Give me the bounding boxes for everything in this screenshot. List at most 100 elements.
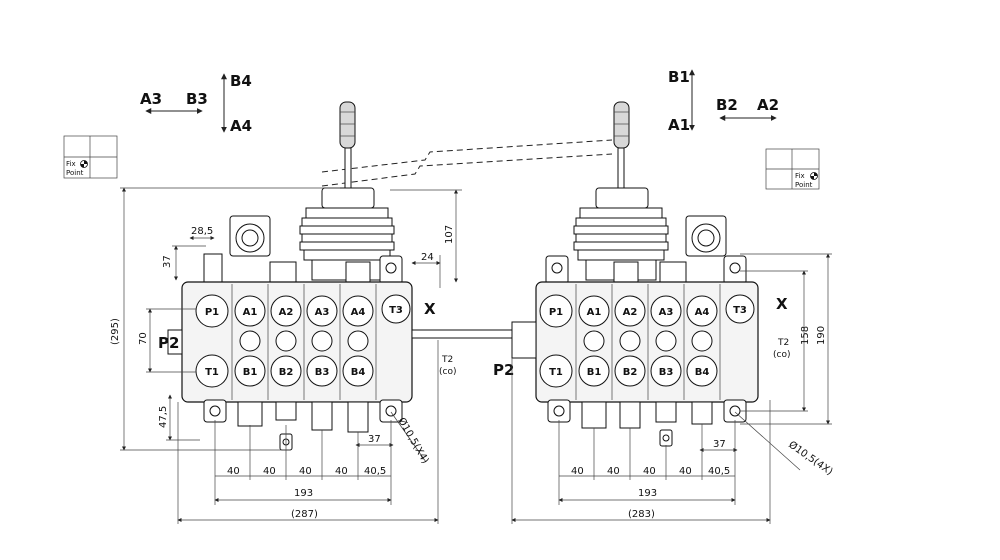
right-port-b1-label: B1 — [587, 367, 602, 378]
spacing-2: 40 — [263, 466, 276, 477]
right-p2-port — [511, 321, 537, 359]
port-b1-label: B1 — [243, 367, 258, 378]
left-ports-top: P1 A1 A2 A3 A4 T3 — [195, 294, 411, 328]
left-valve: P1 A1 A2 A3 A4 T3 T1 B1 B2 B3 B4 — [158, 101, 513, 451]
left-boot — [299, 207, 395, 261]
port-a3-label: A3 — [315, 307, 330, 318]
port-t1-label: T1 — [205, 367, 219, 378]
right-x-label: X — [776, 295, 788, 313]
right-port-b3-label: B3 — [659, 367, 674, 378]
port-a3 — [306, 295, 338, 327]
right-direction-legend: B1 A1 B2 A2 — [668, 68, 779, 134]
port-t3 — [381, 294, 411, 324]
spacing-5: 40,5 — [364, 466, 386, 477]
dim-hole-right: Ø10,5(4X) — [786, 439, 835, 478]
port-b4-label: B4 — [351, 367, 366, 378]
point-label-right: Point — [795, 181, 813, 189]
left-middle-plugs — [239, 330, 369, 352]
port-t1 — [195, 354, 229, 388]
dim-107: 107 — [444, 225, 455, 244]
right-spacing-3: 40 — [643, 466, 656, 477]
right-port-b3 — [650, 355, 682, 387]
dim-24: 24 — [421, 252, 434, 263]
right-spacing-1: 40 — [571, 466, 584, 477]
label-b3: B3 — [186, 90, 208, 108]
fix-point-box-right: Fix Point — [765, 148, 820, 190]
dim-28-5: 28,5 — [191, 226, 213, 237]
right-t2-label: T2 — [777, 338, 789, 348]
dim-190: 190 — [816, 326, 827, 345]
dim-193: 193 — [294, 488, 313, 499]
right-port-a3 — [650, 295, 682, 327]
right-port-b4-label: B4 — [695, 367, 710, 378]
dim-70: 70 — [138, 332, 149, 345]
right-port-t3 — [725, 294, 755, 324]
right-port-a1 — [578, 295, 610, 327]
right-port-p1-label: P1 — [549, 307, 563, 318]
label-a2: A2 — [757, 96, 779, 114]
dim-193-right: 193 — [638, 488, 657, 499]
right-port-t1-label: T1 — [549, 367, 563, 378]
left-t2-label: T2 — [441, 355, 453, 365]
label-b2: B2 — [716, 96, 738, 114]
label-b1: B1 — [668, 68, 690, 86]
right-spacing-2: 40 — [607, 466, 620, 477]
left-p2-label: P2 — [158, 334, 179, 352]
right-valve: P1 A1 A2 A3 A4 T3 T1 B1 B2 B3 B4 — [493, 101, 790, 447]
port-a4-label: A4 — [351, 307, 366, 318]
right-port-a4-label: A4 — [695, 307, 710, 318]
port-t3-label: T3 — [389, 305, 403, 316]
left-p2-port — [167, 329, 183, 355]
spacing-3: 40 — [299, 466, 312, 477]
point-label: Point — [66, 169, 84, 177]
port-b1 — [234, 355, 266, 387]
right-boot — [573, 207, 669, 261]
dim-47-5: 47,5 — [158, 406, 169, 428]
port-a4 — [342, 295, 374, 327]
right-ports-top: P1 A1 A2 A3 A4 T3 — [539, 294, 755, 328]
right-section-dividers — [575, 284, 721, 400]
port-a2 — [270, 295, 302, 327]
right-port-t3-label: T3 — [733, 305, 747, 316]
lever-linkage — [321, 139, 613, 187]
right-co-label: (co) — [773, 350, 790, 360]
spacing-4: 40 — [335, 466, 348, 477]
label-b4: B4 — [230, 72, 252, 90]
port-p1-label: P1 — [205, 307, 219, 318]
dim-158: 158 — [800, 326, 811, 345]
dim-37-top: 37 — [162, 255, 173, 268]
left-x-label: X — [424, 300, 436, 318]
right-port-a4 — [686, 295, 718, 327]
right-spacing-5: 40,5 — [708, 466, 730, 477]
label-a1: A1 — [668, 116, 690, 134]
port-a1 — [234, 295, 266, 327]
port-b4 — [342, 355, 374, 387]
fix-label-right: Fix — [795, 172, 805, 180]
left-joystick — [299, 101, 395, 281]
left-ports-bottom: T1 B1 B2 B3 B4 — [195, 354, 374, 388]
right-port-b4 — [686, 355, 718, 387]
dim-295: (295) — [110, 318, 121, 345]
dim-37-bottom-right: 37 — [713, 439, 726, 450]
right-port-b2 — [614, 355, 646, 387]
right-port-a3-label: A3 — [659, 307, 674, 318]
right-port-a1-label: A1 — [587, 307, 602, 318]
port-b3-label: B3 — [315, 367, 330, 378]
port-b2-label: B2 — [279, 367, 294, 378]
fix-label: Fix — [66, 160, 76, 168]
connecting-pipe — [411, 329, 513, 339]
right-ports-bottom: T1 B1 B2 B3 B4 — [539, 354, 718, 388]
spacing-1: 40 — [227, 466, 240, 477]
left-spacing-dims: 40 40 40 40 40,5 — [214, 420, 392, 505]
label-a4: A4 — [230, 117, 252, 135]
right-middle-plugs — [583, 330, 713, 352]
dim-283: (283) — [628, 509, 655, 520]
right-port-a2-label: A2 — [623, 307, 638, 318]
label-a3: A3 — [140, 90, 162, 108]
right-lower-fittings — [547, 399, 747, 447]
right-port-a2 — [614, 295, 646, 327]
right-valve-body — [535, 281, 759, 403]
port-p1 — [195, 294, 229, 328]
right-port-p1 — [539, 294, 573, 328]
